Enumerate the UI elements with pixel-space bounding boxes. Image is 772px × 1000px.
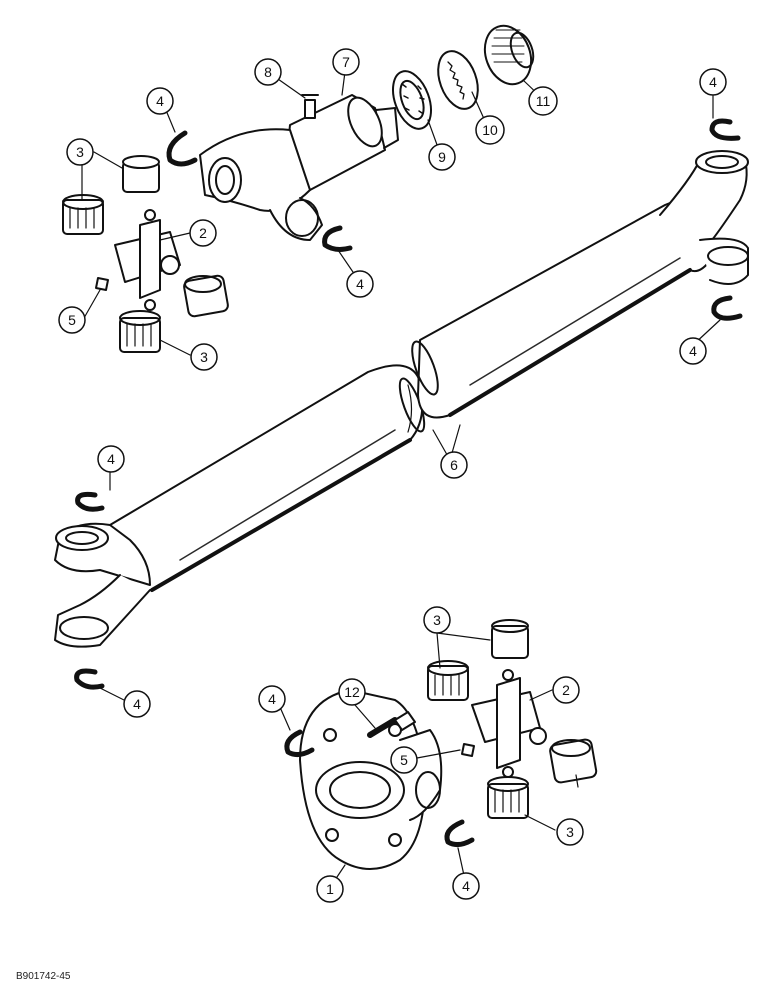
callout-circle-3d bbox=[556, 818, 584, 846]
callout-circle-4h bbox=[452, 872, 480, 900]
upper-cross-and-bearing bbox=[114, 209, 181, 311]
callout-label-4e: 4 bbox=[107, 451, 115, 467]
lower-cross-and-bearing bbox=[471, 669, 547, 778]
callout-circle-4b bbox=[699, 68, 727, 96]
callout-label-2b: 2 bbox=[562, 682, 570, 698]
callout-label-6: 6 bbox=[450, 457, 458, 473]
bearing-cup-upper-top bbox=[122, 155, 160, 193]
callout-markers: 4 8 7 3 2 5 3 9 10 11 4 4 4 6 4 4 3 bbox=[58, 48, 727, 903]
callout-circle-2 bbox=[189, 219, 217, 247]
callout-label-1: 1 bbox=[326, 881, 334, 897]
snap-ring-7 bbox=[284, 729, 315, 758]
tube-yoke-right bbox=[659, 150, 749, 285]
snap-ring-6 bbox=[74, 668, 105, 690]
callout-label-3b: 3 bbox=[200, 349, 208, 365]
felt-washer bbox=[392, 70, 432, 130]
callout-label-4d: 4 bbox=[689, 343, 697, 359]
callout-circle-4c bbox=[346, 270, 374, 298]
snap-ring-2 bbox=[322, 225, 353, 252]
flange-yoke bbox=[299, 689, 443, 870]
callout-circle-7 bbox=[332, 48, 360, 76]
callout-label-7: 7 bbox=[342, 54, 350, 70]
callout-label-3c: 3 bbox=[433, 612, 441, 628]
callout-circle-5 bbox=[58, 306, 86, 334]
callout-circle-4g bbox=[258, 685, 286, 713]
callout-label-8: 8 bbox=[264, 64, 272, 80]
callout-label-3: 3 bbox=[76, 144, 84, 160]
callout-circle-12 bbox=[338, 678, 366, 706]
callout-circle-3b bbox=[190, 343, 218, 371]
callout-circle-8 bbox=[254, 58, 282, 86]
dust-cap bbox=[483, 24, 535, 86]
callout-label-12: 12 bbox=[344, 684, 360, 700]
steel-washer bbox=[437, 50, 479, 110]
drive-shaft-tube-lower bbox=[109, 364, 426, 592]
snap-ring-4 bbox=[711, 295, 743, 321]
callout-circle-5b bbox=[390, 746, 418, 774]
figure-id: B901742-45 bbox=[16, 971, 71, 982]
callout-label-4f: 4 bbox=[133, 696, 141, 712]
callout-circle-11 bbox=[528, 86, 558, 116]
cap-screw bbox=[367, 711, 416, 738]
callout-label-4h: 4 bbox=[462, 878, 470, 894]
callout-label-3d: 3 bbox=[566, 824, 574, 840]
callout-label-5b: 5 bbox=[400, 752, 408, 768]
grease-fitting-upper bbox=[95, 277, 109, 291]
callout-circle-4e bbox=[97, 445, 125, 473]
needle-bearing-lower-left bbox=[427, 660, 469, 701]
needle-bearing-upper-bottom bbox=[119, 310, 161, 353]
callout-label-5: 5 bbox=[68, 312, 76, 328]
callout-label-10: 10 bbox=[482, 122, 498, 138]
bearing-cup-lower-top bbox=[491, 619, 529, 659]
callout-circle-4f bbox=[123, 690, 151, 718]
drive-shaft-tube-upper bbox=[411, 199, 713, 419]
callout-circle-10 bbox=[475, 115, 505, 145]
bearing-cup-lower-right bbox=[549, 738, 598, 784]
snap-ring-8 bbox=[444, 819, 475, 848]
callout-label-11: 11 bbox=[536, 93, 551, 109]
callout-circle-9 bbox=[428, 143, 456, 171]
callout-circle-4d bbox=[679, 337, 707, 365]
slip-yoke bbox=[199, 94, 399, 241]
callout-circle-4 bbox=[146, 87, 174, 115]
callout-label-4c: 4 bbox=[356, 276, 364, 292]
needle-bearing-upper-left bbox=[62, 194, 104, 235]
bearing-cup-upper-right bbox=[183, 274, 229, 318]
callout-circle-2b bbox=[552, 676, 580, 704]
callout-circle-6 bbox=[440, 451, 468, 479]
needle-bearing-lower-bottom bbox=[487, 776, 529, 819]
callout-circle-3c bbox=[423, 606, 451, 634]
callout-label-4: 4 bbox=[156, 93, 164, 109]
snap-ring-3 bbox=[709, 118, 741, 141]
callout-circle-1 bbox=[316, 875, 344, 903]
callout-label-4g: 4 bbox=[268, 691, 276, 707]
callout-circle-3 bbox=[66, 138, 94, 166]
snap-ring-5 bbox=[75, 491, 105, 512]
tube-yoke-left bbox=[54, 522, 151, 648]
callout-label-9: 9 bbox=[438, 149, 446, 165]
callout-label-4b: 4 bbox=[709, 74, 717, 90]
snap-ring-1 bbox=[166, 130, 198, 167]
grease-fitting-lower bbox=[461, 743, 475, 757]
callout-label-2: 2 bbox=[199, 225, 207, 241]
